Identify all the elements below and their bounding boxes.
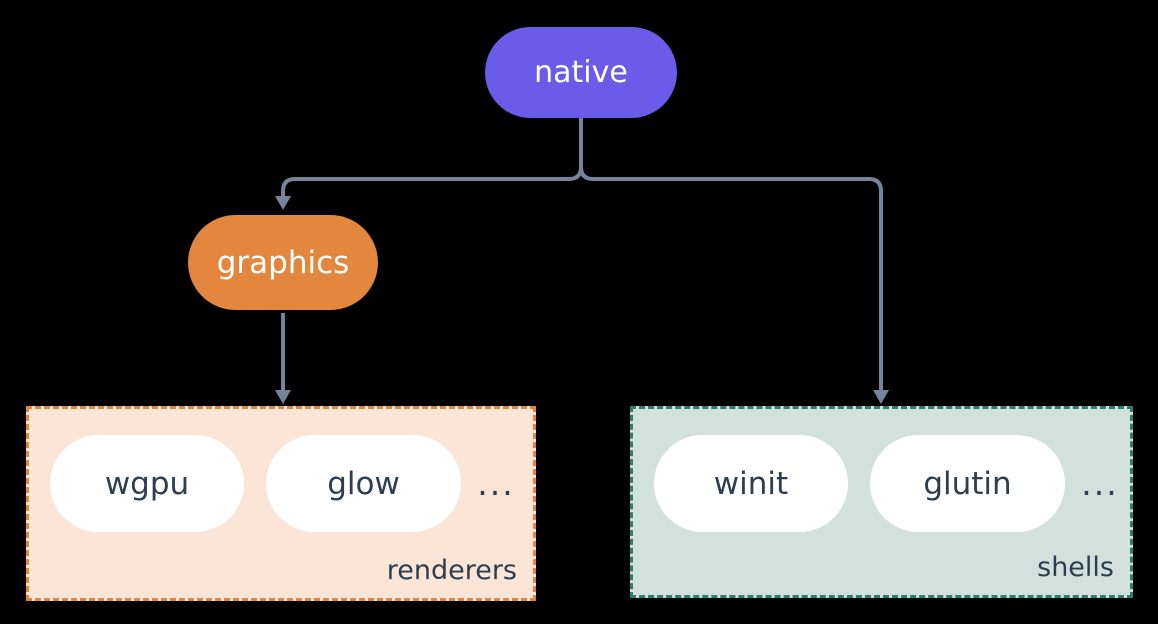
shells-ellipsis: ... [1081,464,1119,503]
renderers-ellipsis: ... [477,464,515,503]
node-wgpu: wgpu [50,435,244,532]
node-glow: glow [266,435,461,532]
group-label-shells: shells [1037,552,1114,583]
group-label-renderers: renderers [386,555,517,586]
arrowhead-shells-icon [873,390,889,404]
node-graphics: graphics [188,215,378,310]
node-native: native [485,27,677,118]
group-renderers: wgpu glow ... renderers [26,406,536,601]
edge-native-shells [579,118,883,391]
node-glutin: glutin [870,435,1065,532]
edge-native-graphics [281,118,583,197]
node-winit: winit [654,435,848,532]
group-shells: winit glutin ... shells [630,406,1133,598]
arrowhead-graphics-icon [275,196,291,210]
arrowhead-renderers-icon [275,390,291,404]
